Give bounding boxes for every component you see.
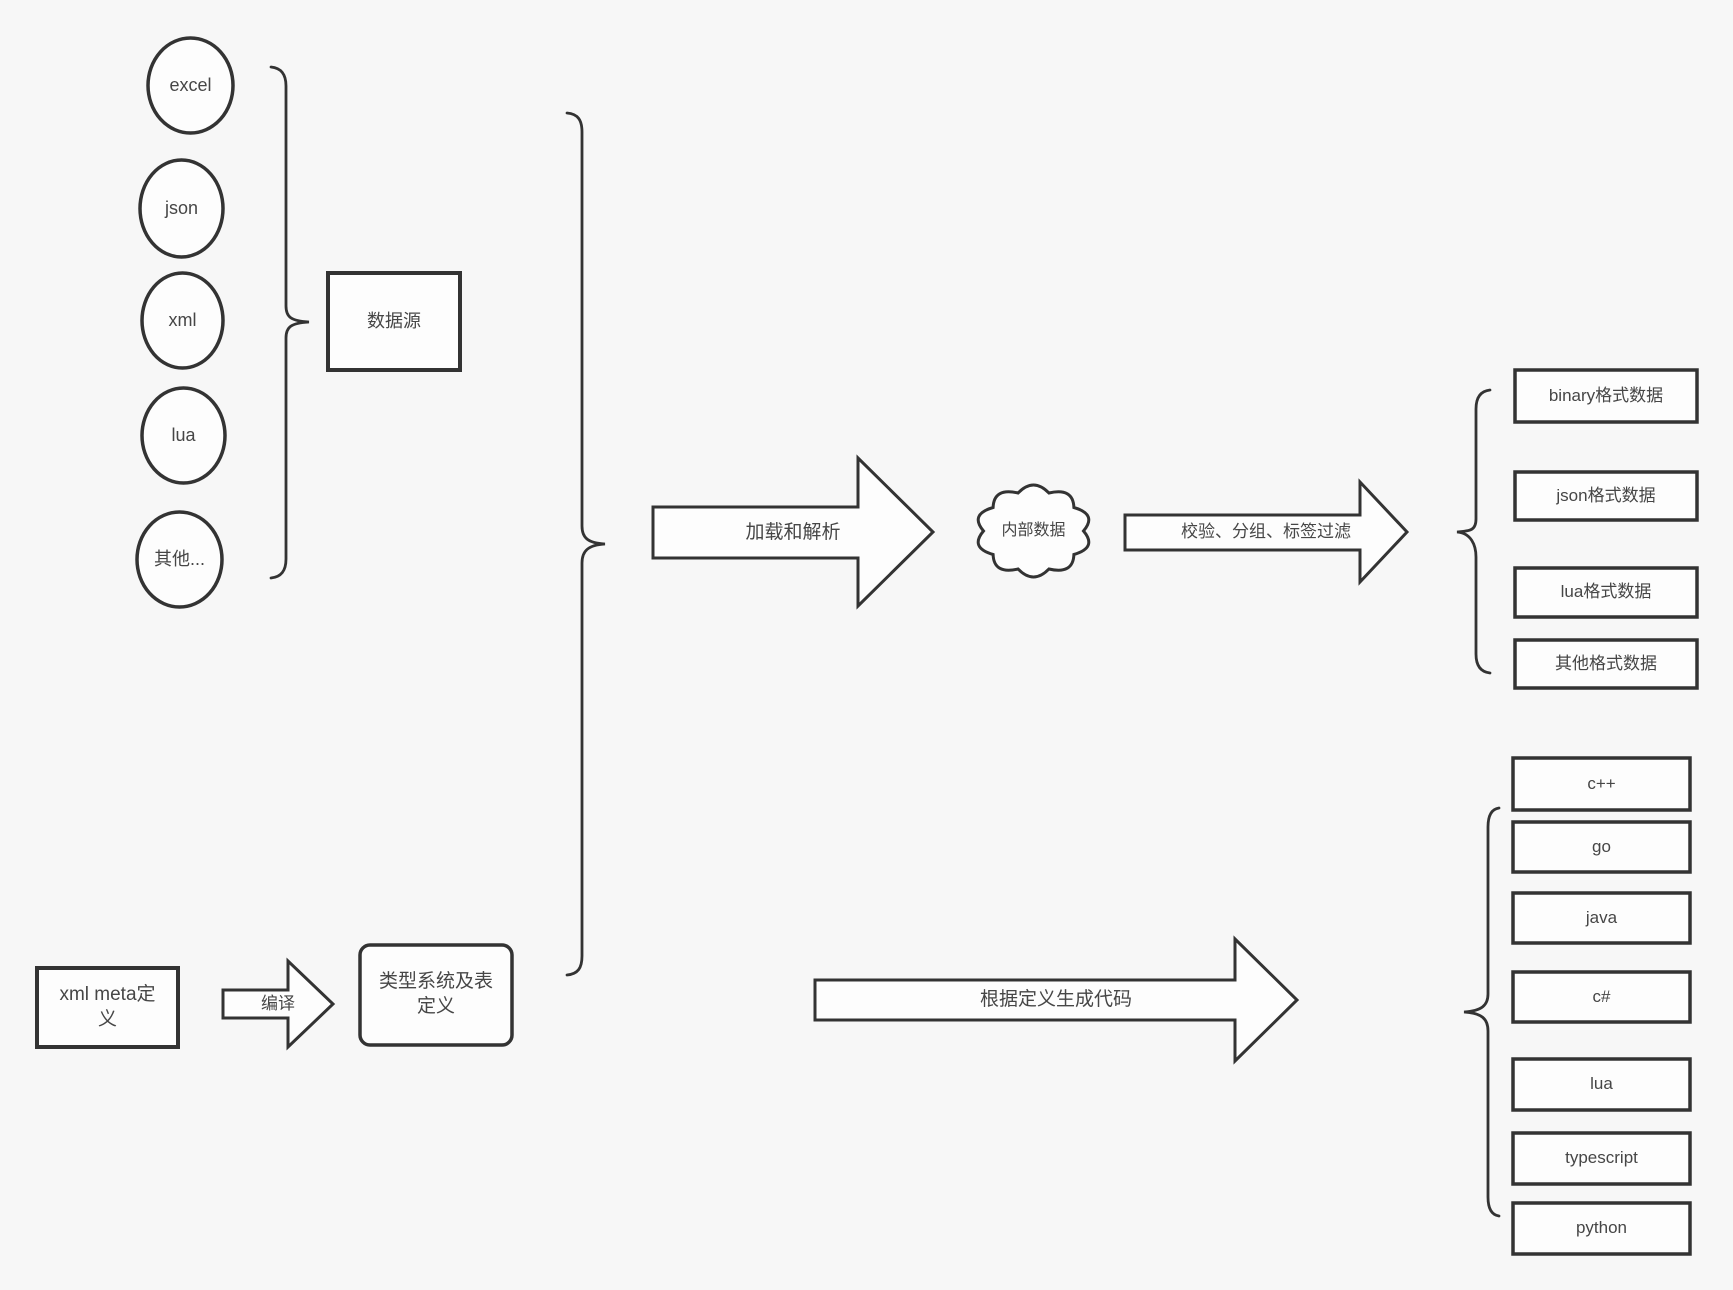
format-box-json — [1513, 470, 1699, 522]
load-parse-arrow-label: 加载和解析 — [745, 521, 841, 543]
type-system-label-text: 类型系统及表定义 — [378, 971, 493, 1017]
data-source-box — [326, 271, 462, 372]
codegen-arrow-label: 根据定义生成代码 — [979, 988, 1132, 1010]
language-label-csharp: c# — [1592, 986, 1611, 1006]
source-label-other: 其他... — [153, 548, 205, 569]
source-ellipse-xml — [140, 271, 225, 370]
language-box-csharp — [1511, 970, 1692, 1024]
language-box-lua — [1511, 1057, 1692, 1112]
source-ellipse-other — [135, 510, 224, 609]
internal-data-cloud — [976, 483, 1091, 579]
format-box-other — [1513, 638, 1699, 690]
source-ellipse-excel — [146, 36, 235, 135]
type-system-label: 类型系统及表定义 — [360, 945, 512, 1045]
language-label-cpp: c++ — [1587, 773, 1616, 793]
xml-meta-label: xml meta定义 — [37, 968, 178, 1047]
format-label-json: json格式数据 — [1556, 485, 1656, 505]
xml-meta-box — [35, 966, 180, 1049]
language-box-cpp — [1511, 756, 1692, 812]
source-ellipse-lua — [140, 386, 227, 485]
xml-meta-label-text: xml meta定义 — [59, 983, 156, 1030]
language-box-java — [1511, 891, 1692, 945]
source-label-json: json — [164, 197, 199, 218]
formats-brace — [1456, 388, 1492, 675]
internal-data-label: 内部数据 — [1001, 521, 1066, 539]
type-system-box — [358, 943, 514, 1047]
compile-arrow — [221, 957, 336, 1051]
main-brace — [565, 111, 606, 977]
source-ellipse-json — [138, 158, 225, 259]
languages-brace — [1463, 806, 1501, 1218]
compile-arrow-label: 编译 — [261, 993, 295, 1013]
language-label-python: python — [1575, 1218, 1628, 1238]
load-parse-arrow — [651, 454, 936, 610]
language-label-lua: lua — [1590, 1074, 1613, 1094]
filter-arrow-label: 校验、分组、标签过滤 — [1181, 521, 1351, 541]
language-box-go — [1511, 820, 1692, 874]
language-label-go: go — [1592, 836, 1611, 856]
language-box-python — [1511, 1201, 1692, 1256]
format-box-lua — [1513, 566, 1699, 619]
sources-brace — [269, 65, 310, 580]
codegen-arrow — [813, 935, 1300, 1065]
language-label-java: java — [1585, 907, 1618, 927]
language-label-typescript: typescript — [1565, 1148, 1638, 1168]
source-label-lua: lua — [171, 424, 196, 445]
format-label-lua: lua格式数据 — [1560, 582, 1652, 602]
source-label-excel: excel — [169, 74, 212, 95]
source-label-xml: xml — [168, 309, 197, 330]
data-source-label: 数据源 — [367, 310, 421, 331]
format-label-other: 其他格式数据 — [1555, 653, 1657, 673]
format-box-binary — [1513, 368, 1699, 424]
filter-arrow — [1123, 478, 1410, 586]
format-label-binary: binary格式数据 — [1548, 385, 1664, 405]
language-box-typescript — [1511, 1131, 1692, 1186]
